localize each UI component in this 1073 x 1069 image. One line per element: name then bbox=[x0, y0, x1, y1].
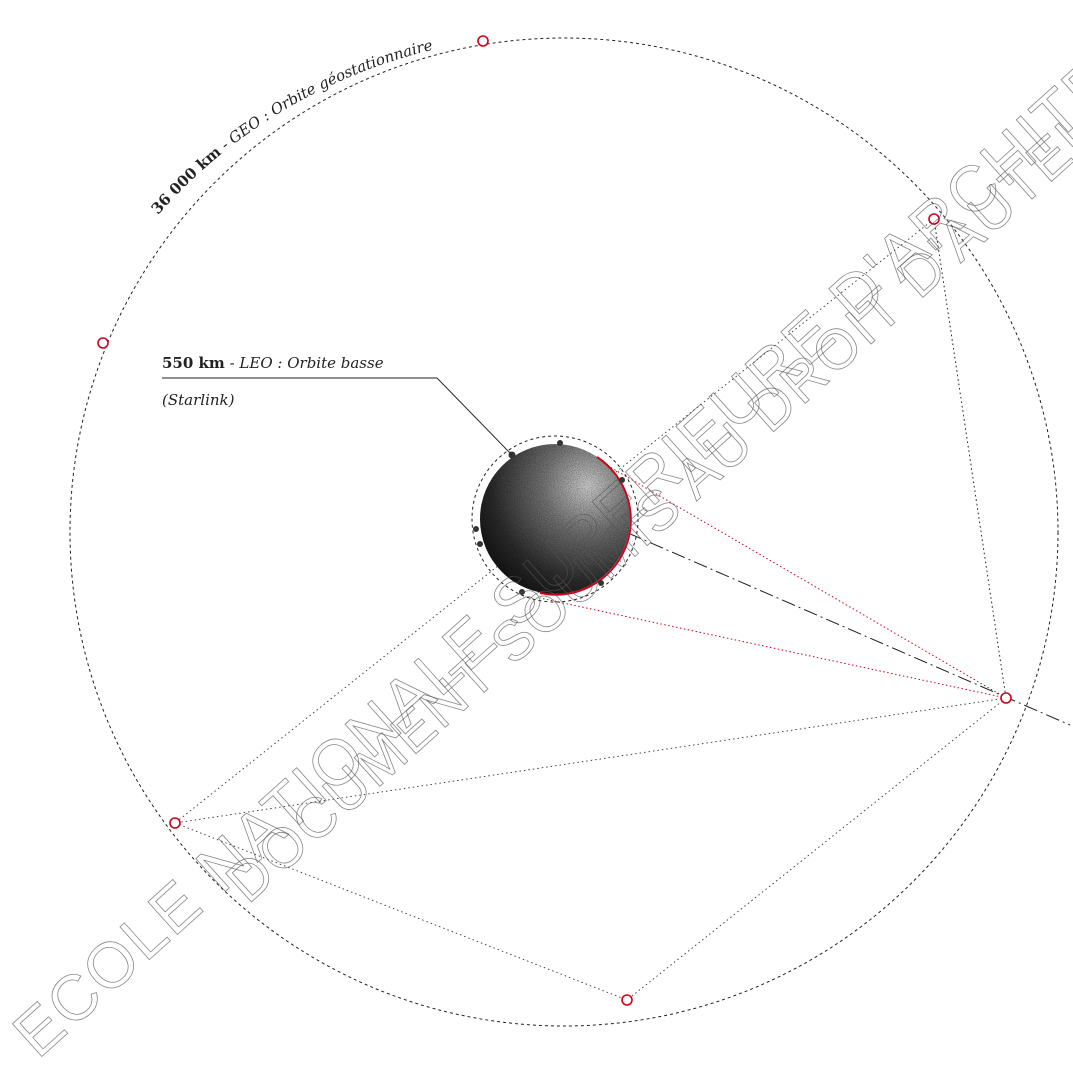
leo-satellite-icon bbox=[519, 589, 525, 595]
geo-satellite-icon bbox=[97, 337, 109, 349]
geo-satellite-icon bbox=[169, 817, 181, 829]
link-e-to-s bbox=[626, 697, 1007, 1001]
geo-label-distance: 36 000 km bbox=[148, 143, 225, 218]
geo-satellites bbox=[97, 35, 1012, 1006]
geo-satellite-icon bbox=[1000, 692, 1012, 704]
earth-icon bbox=[480, 444, 632, 596]
earth-coverage-arc bbox=[539, 456, 632, 596]
coverage-edge-bottom bbox=[539, 597, 1007, 699]
geo-satellite-icon bbox=[928, 213, 940, 225]
link-e-to-sw bbox=[174, 697, 1007, 824]
svg-text:550 km - LEO : Orbite basse: 550 km - LEO : Orbite basse bbox=[162, 354, 384, 372]
leo-label-separator: - bbox=[225, 354, 240, 372]
coverage-cone bbox=[539, 459, 1007, 699]
geo-satellite-icon bbox=[621, 994, 633, 1006]
leo-satellite-icon bbox=[473, 526, 479, 532]
leo-satellites bbox=[473, 440, 625, 595]
leo-satellite-icon bbox=[477, 541, 483, 547]
leo-label-distance: 550 km bbox=[162, 354, 225, 372]
geo-satellite-icon bbox=[477, 35, 489, 47]
geo-orbit bbox=[69, 37, 1059, 1027]
leo-label-text: LEO : Orbite basse bbox=[238, 354, 383, 372]
satellite-link-lines bbox=[174, 218, 1007, 1001]
axis-line bbox=[627, 532, 1071, 726]
geo-label: 36 000 km - GEO : Orbite géostationnaire bbox=[148, 36, 435, 218]
leo-leader-line bbox=[162, 377, 513, 456]
leo-satellite-icon bbox=[619, 477, 625, 483]
leo-satellite-icon bbox=[557, 440, 563, 446]
leo-satellite-icon bbox=[598, 580, 604, 586]
geo-label-text: GEO : Orbite géostationnaire bbox=[225, 36, 434, 148]
leo-label: 550 km - LEO : Orbite basse (Starlink) bbox=[162, 354, 513, 456]
coverage-edge-top bbox=[597, 459, 1007, 699]
leo-orbit bbox=[471, 435, 639, 603]
leo-label-sub: (Starlink) bbox=[162, 391, 235, 409]
